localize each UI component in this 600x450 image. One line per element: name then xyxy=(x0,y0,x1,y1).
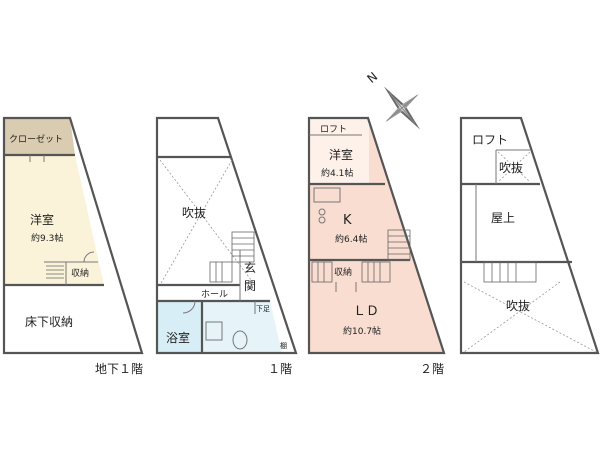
basement-plan: クローゼット 洋室 約9.3帖 収納 床下収納 地下１階 xyxy=(2,116,144,376)
second-floor-plan: ロフト 洋室 約4.1帖 K 約6.4帖 収納 ＬＤ 約10.7帖 ２階 xyxy=(307,116,446,376)
third-loft-label: ロフト xyxy=(472,133,508,147)
second-loft-label: ロフト xyxy=(320,125,347,135)
kitchen-label: K xyxy=(343,213,352,228)
first-floor-stair xyxy=(209,231,255,283)
sink-fixture xyxy=(205,321,223,341)
underfloor-storage-label: 床下収納 xyxy=(25,315,73,329)
third-floor-outline xyxy=(459,116,600,355)
bath-door xyxy=(182,300,196,314)
second-western-size: 約4.1帖 xyxy=(321,167,353,179)
compass-north-label: N xyxy=(364,69,380,85)
third-floor-plan: ロフト 吹抜 屋上 吹抜 xyxy=(459,116,600,355)
bath-label: 浴室 xyxy=(166,330,190,345)
stove-burner-1 xyxy=(318,208,326,216)
wet-area-fill xyxy=(202,301,282,353)
first-floor-outline xyxy=(155,116,298,355)
entrance-label-1: 玄 xyxy=(244,260,256,275)
shelf-label: 棚 xyxy=(280,341,287,350)
second-floor-outline xyxy=(307,116,446,355)
second-western-label: 洋室 xyxy=(329,147,353,162)
compass-icon xyxy=(384,86,420,130)
second-floor-label: ２階 xyxy=(420,361,444,376)
kitchen-size: 約6.4帖 xyxy=(335,233,367,245)
ld-label: ＬＤ xyxy=(353,304,379,319)
first-floor-label: １階 xyxy=(268,361,292,376)
third-floor-stair xyxy=(483,261,537,283)
closet-fill xyxy=(4,118,75,155)
ld-door xyxy=(335,282,357,292)
basement-western-label: 洋室 xyxy=(30,212,54,227)
second-floor-stair xyxy=(311,229,411,283)
void-diag-2 xyxy=(159,159,233,286)
ld-size: 約10.7帖 xyxy=(343,325,381,337)
storage-door xyxy=(83,251,95,263)
small-void-label: 吹抜 xyxy=(499,161,523,175)
bath-fill xyxy=(157,301,202,353)
basement-stair xyxy=(46,265,64,279)
shoe-box-label: 下足 xyxy=(256,305,270,313)
hall-label: ホール xyxy=(201,289,228,300)
loft-room-fill xyxy=(309,118,369,184)
rooftop-label: 屋上 xyxy=(491,211,515,225)
kitchen-sink xyxy=(313,187,341,203)
toilet-fixture xyxy=(232,330,248,350)
entrance-label-2: 関 xyxy=(244,279,256,293)
basement-storage-label: 収納 xyxy=(71,267,89,279)
closet-door xyxy=(29,155,45,162)
stove-burner-2 xyxy=(318,216,326,224)
first-void-label: 吹抜 xyxy=(182,206,206,220)
small-void-diag-2 xyxy=(497,151,531,183)
second-storage-label: 収納 xyxy=(334,266,352,278)
western-room-fill xyxy=(4,155,104,285)
big-void-diag-1 xyxy=(463,281,597,353)
closet-label: クローゼット xyxy=(9,133,63,145)
basement-western-size: 約9.3帖 xyxy=(31,232,63,244)
basement-floor-label: 地下１階 xyxy=(95,361,143,376)
third-void-label: 吹抜 xyxy=(506,299,530,313)
void-diag-1 xyxy=(159,159,256,286)
basement-outline xyxy=(2,116,144,355)
big-void-diag-2 xyxy=(463,281,561,353)
first-floor-plan: 吹抜 ホール 玄 関 浴室 下足 棚 １階 xyxy=(155,116,298,376)
